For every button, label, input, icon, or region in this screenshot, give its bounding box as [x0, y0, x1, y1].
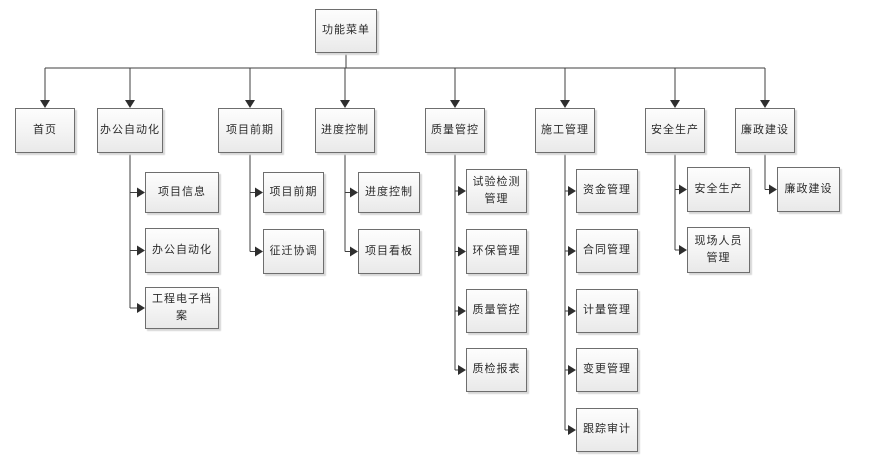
node-sp: 安全生产 — [645, 108, 705, 153]
node-ic: 廉政建设 — [735, 108, 795, 153]
node-cm-4: 变更管理 — [576, 348, 638, 392]
node-sp-2: 现场人员 管理 — [687, 227, 750, 273]
node-oa: 办公自动化 — [97, 108, 163, 153]
node-pre-1: 项目前期 — [263, 172, 324, 213]
node-pre: 项目前期 — [218, 108, 282, 153]
node-qc: 质量管控 — [425, 108, 485, 153]
node-ic-1: 廉政建设 — [777, 167, 840, 212]
node-cm-3: 计量管理 — [576, 289, 638, 333]
node-cm-1: 资金管理 — [576, 169, 638, 213]
node-prog-2: 项目看板 — [358, 229, 420, 274]
node-prog: 进度控制 — [315, 108, 375, 153]
node-cm-2: 合同管理 — [576, 229, 638, 273]
node-oa-2: 办公自动化 — [145, 228, 219, 273]
node-oa-3: 工程电子档 案 — [145, 287, 219, 329]
node-sp-1: 安全生产 — [687, 167, 750, 212]
node-oa-1: 项目信息 — [145, 172, 219, 213]
node-pre-2: 征迁协调 — [263, 229, 324, 274]
node-qc-1: 试验检测 管理 — [466, 169, 527, 213]
node-cm-5: 跟踪审计 — [576, 408, 638, 452]
node-qc-3: 质量管控 — [466, 289, 527, 333]
node-prog-1: 进度控制 — [358, 172, 420, 213]
node-root: 功能菜单 — [315, 9, 377, 53]
node-qc-2: 环保管理 — [466, 229, 527, 274]
node-cm: 施工管理 — [535, 108, 595, 153]
node-qc-4: 质检报表 — [466, 348, 527, 392]
node-home: 首页 — [15, 108, 75, 153]
